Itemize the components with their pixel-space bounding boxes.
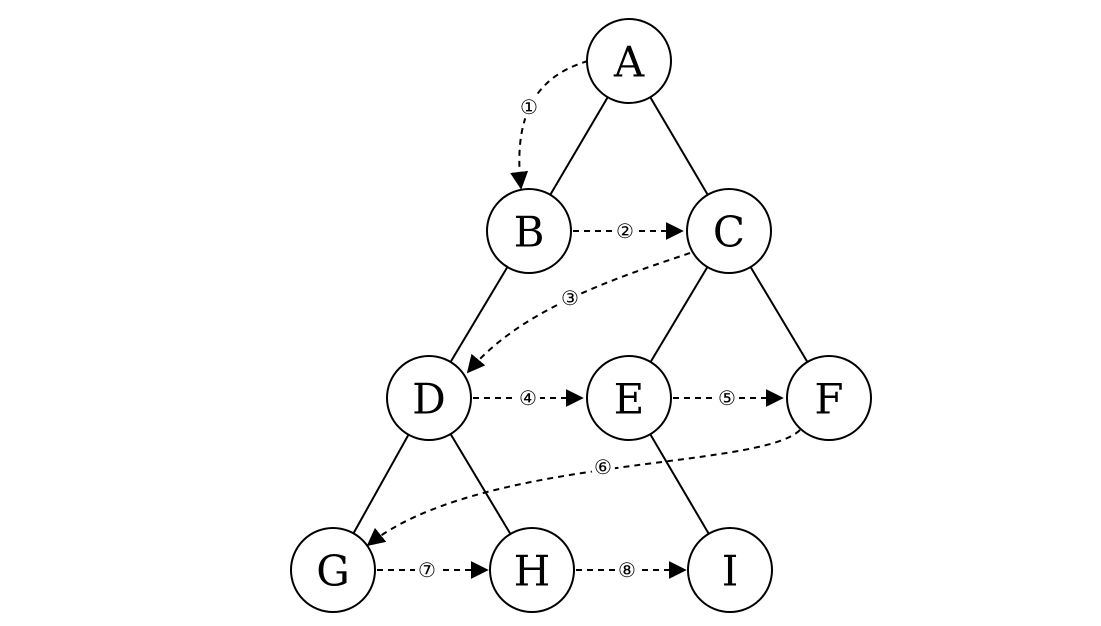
node-label-f: F — [814, 375, 843, 424]
node-circle-i — [687, 527, 773, 613]
step-label-background — [591, 455, 615, 479]
step-label-6: ⑥ — [594, 455, 612, 479]
node-circle-d — [386, 355, 472, 441]
node-label-e: E — [614, 375, 645, 424]
step-label-2: ② — [616, 219, 634, 243]
edge-a-b — [549, 96, 609, 196]
node-circle-f — [786, 355, 872, 441]
step-label-background — [415, 558, 439, 582]
step-label-background — [517, 95, 541, 119]
node-circle-b — [486, 188, 572, 274]
node-g: G — [290, 527, 376, 613]
node-circle-a — [586, 18, 672, 104]
node-f: F — [786, 355, 872, 441]
traversal-arrow-1 — [510, 60, 589, 190]
step-label-3: ③ — [561, 286, 579, 310]
node-b: B — [486, 188, 572, 274]
step-label-background — [613, 219, 637, 243]
step-label-background — [558, 286, 582, 310]
node-a: A — [586, 18, 672, 104]
node-circle-g — [290, 527, 376, 613]
node-label-a: A — [613, 38, 645, 87]
step-label-7: ⑦ — [418, 558, 436, 582]
edge-e-i — [649, 433, 710, 535]
node-label-i: I — [722, 547, 739, 596]
tree-nodes: A B C D E F G H I — [290, 18, 872, 613]
node-h: H — [489, 527, 575, 613]
node-label-c: C — [713, 208, 745, 257]
tree-edges — [352, 96, 809, 535]
traversal-arrow-3 — [466, 252, 691, 374]
node-circle-c — [686, 188, 772, 274]
node-label-g: G — [316, 547, 350, 596]
node-label-b: B — [514, 208, 545, 257]
node-c: C — [686, 188, 772, 274]
step-label-background — [516, 386, 540, 410]
edge-c-e — [649, 266, 709, 363]
node-circle-e — [586, 355, 672, 441]
edge-d-g — [352, 434, 410, 534]
step-label-background — [715, 386, 739, 410]
edge-b-d — [449, 266, 509, 363]
traversal-arrow-6 — [366, 429, 801, 547]
node-d: D — [386, 355, 472, 441]
traversal-arrows: ① ② ③ ④ ⑤ ⑥ ⑦ ⑧ — [366, 60, 801, 582]
step-label-8: ⑧ — [618, 558, 636, 582]
edge-d-h — [449, 433, 512, 535]
edge-a-c — [649, 96, 709, 196]
step-label-5: ⑤ — [718, 386, 736, 410]
node-label-d: D — [412, 375, 446, 424]
node-e: E — [586, 355, 672, 441]
step-label-background — [615, 558, 639, 582]
node-i: I — [687, 527, 773, 613]
node-label-h: H — [514, 547, 551, 596]
node-circle-h — [489, 527, 575, 613]
step-label-4: ④ — [519, 386, 537, 410]
edge-c-f — [749, 266, 809, 363]
step-label-1: ① — [520, 95, 538, 119]
